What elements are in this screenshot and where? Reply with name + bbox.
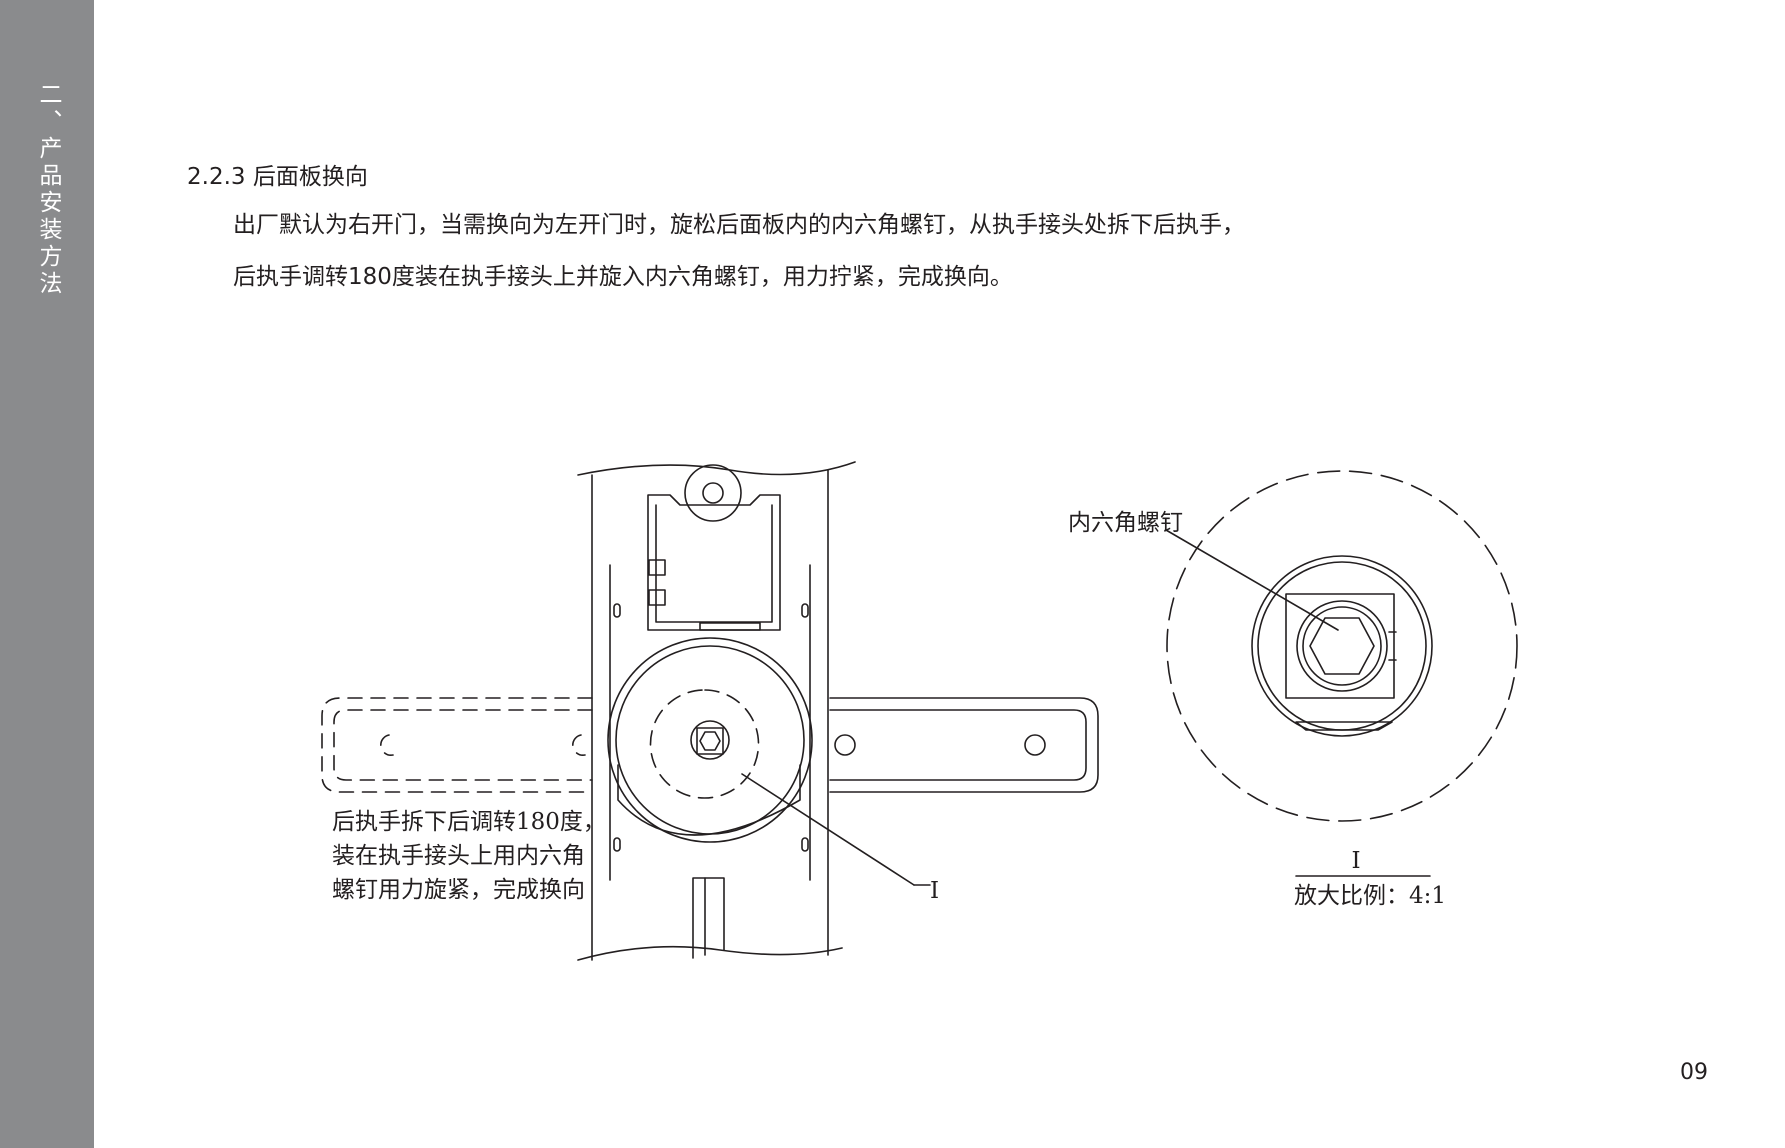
sidebar: 二、产品安装方法 — [0, 0, 94, 1148]
back-panel — [577, 461, 856, 961]
handle-right — [829, 697, 1099, 793]
detail-marker: I — [930, 878, 939, 904]
instruction-line-2: 后执手调转180度装在执手接头上并旋入内六角螺钉，用力拧紧，完成换向。 — [233, 264, 1013, 290]
rotation-note-line-3: 螺钉用力旋紧，完成换向 — [332, 877, 585, 903]
rotation-note-line-2: 装在执手接头上用内六角 — [332, 843, 585, 869]
handle-left-dashed — [321, 689, 760, 799]
page-number: 09 — [1680, 1060, 1708, 1085]
instruction-line-1: 出厂默认为右开门，当需换向为左开门时，旋松后面板内的内六角螺钉，从执手接头处拆下… — [233, 212, 1245, 238]
handle-rose — [607, 637, 813, 843]
chapter-title: 二、产品安装方法 — [35, 82, 61, 298]
detail-scale: 放大比例：4:1 — [1294, 883, 1446, 909]
section-title: 2.2.3 后面板换向 — [187, 164, 368, 190]
detail-view — [1165, 470, 1518, 877]
rotation-note-line-1: 后执手拆下后调转180度， — [332, 809, 606, 835]
detail-title: I — [1351, 848, 1360, 874]
screw-label: 内六角螺钉 — [1068, 510, 1183, 536]
